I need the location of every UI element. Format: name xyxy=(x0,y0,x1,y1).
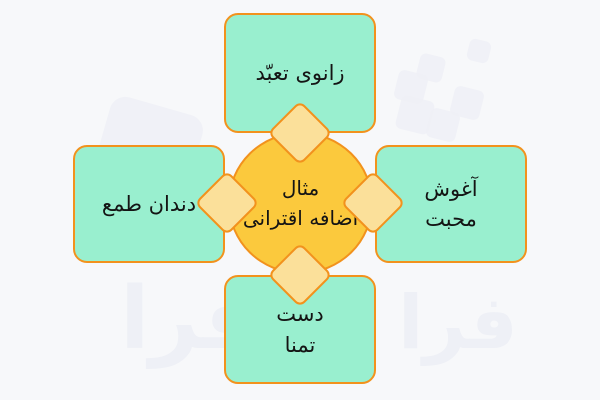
center-hub-line-2: اضافه اقترانی xyxy=(242,206,359,230)
node-bottom[interactable]: دست تمنا xyxy=(224,275,376,384)
node-bottom-line-2: تمنا xyxy=(284,332,316,357)
watermark-square xyxy=(448,84,486,122)
watermark-square xyxy=(424,106,462,144)
node-top-line-1: زانوی تعبّد xyxy=(255,60,345,85)
watermark-square xyxy=(394,94,436,136)
watermark-square xyxy=(392,68,430,106)
watermark-square xyxy=(415,52,447,84)
center-hub-line-1: مثال xyxy=(281,176,320,200)
node-right-line-2: محبت xyxy=(425,207,477,231)
watermark-text: فرا xyxy=(398,280,518,366)
node-left-line-1: دندان طمع xyxy=(101,191,197,216)
node-right-line-1: آغوش xyxy=(424,176,478,201)
node-bottom-line-1: دست xyxy=(276,302,324,327)
watermark-square xyxy=(465,37,493,65)
